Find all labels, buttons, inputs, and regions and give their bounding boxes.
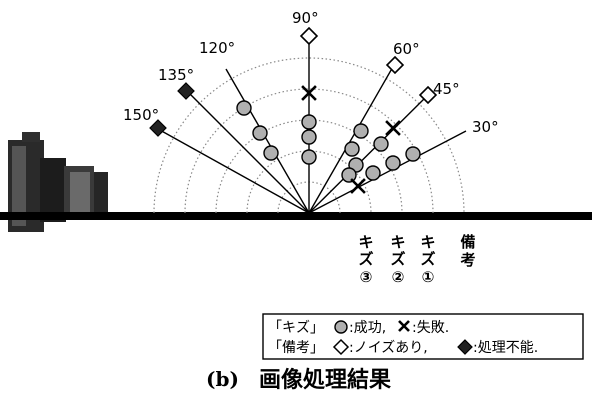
- failure-marker: [385, 120, 401, 136]
- angle-label-120: 120°: [199, 39, 235, 57]
- legend-noise-label: :ノイズあり,: [349, 340, 428, 356]
- success-marker: [373, 136, 389, 152]
- svg-text:ズ: ズ: [420, 250, 435, 268]
- unprocessable-marker: [149, 119, 167, 137]
- failure-marker: [350, 178, 366, 194]
- failure-markers: [301, 85, 401, 194]
- svg-text:③: ③: [360, 268, 373, 286]
- legend-success-label: :成功,: [349, 320, 386, 336]
- success-marker: [341, 167, 357, 183]
- noise-marker: [299, 26, 319, 46]
- noise-marker: [385, 55, 405, 75]
- legend-key-scratch: 「キズ」: [268, 320, 324, 336]
- success-marker: [301, 129, 317, 145]
- legend: 「キズ」 :成功, :失敗. 「備考」 :ノイズあり, :処理不能.: [262, 313, 584, 360]
- angle-label-90: 90°: [292, 9, 319, 27]
- legend-unprocessable-marker: [457, 339, 473, 355]
- success-marker: [301, 114, 317, 130]
- svg-text:キ: キ: [390, 233, 405, 251]
- noise-markers: [299, 26, 438, 105]
- failure-marker: [301, 85, 317, 101]
- legend-unprocessable-label: :処理不能.: [473, 340, 538, 356]
- unprocessable-marker: [177, 82, 195, 100]
- ground-bar: [0, 212, 592, 220]
- caption-label: (b): [206, 367, 239, 391]
- column-scratch1: キ ズ ①: [420, 233, 435, 286]
- svg-text:①: ①: [422, 268, 435, 286]
- legend-failure-label: :失敗.: [412, 320, 449, 336]
- success-marker: [301, 149, 317, 165]
- svg-text:備: 備: [460, 233, 475, 251]
- success-marker: [405, 146, 421, 162]
- camera-icon: [8, 132, 108, 232]
- success-marker: [252, 125, 268, 141]
- unprocessable-markers: [149, 82, 195, 137]
- angle-label-30: 30°: [472, 118, 499, 136]
- svg-text:考: 考: [460, 251, 475, 269]
- column-scratch2: キ ズ ②: [390, 233, 405, 286]
- success-marker: [385, 155, 401, 171]
- svg-text:ズ: ズ: [358, 250, 373, 268]
- success-markers: [236, 100, 421, 183]
- svg-text:②: ②: [392, 268, 405, 286]
- column-remarks: 備 考: [460, 233, 475, 269]
- noise-marker: [418, 85, 438, 105]
- success-marker: [263, 145, 279, 161]
- angle-label-150: 150°: [123, 106, 159, 124]
- legend-noise-marker: [332, 338, 350, 356]
- angle-label-45: 45°: [433, 80, 460, 98]
- svg-text:ズ: ズ: [390, 250, 405, 268]
- angle-label-135: 135°: [158, 66, 194, 84]
- legend-box: [262, 313, 584, 360]
- success-marker: [353, 123, 369, 139]
- success-marker: [365, 165, 381, 181]
- legend-success-marker: [334, 320, 348, 334]
- angle-label-60: 60°: [393, 40, 420, 58]
- column-scratch3: キ ズ ③: [358, 233, 373, 286]
- svg-text:キ: キ: [358, 233, 373, 251]
- legend-key-remarks: 「備考」: [268, 340, 324, 356]
- caption-title: 画像処理結果: [259, 367, 391, 393]
- success-marker: [344, 141, 360, 157]
- legend-failure-marker: [398, 320, 410, 332]
- success-marker: [236, 100, 252, 116]
- svg-text:キ: キ: [420, 233, 435, 251]
